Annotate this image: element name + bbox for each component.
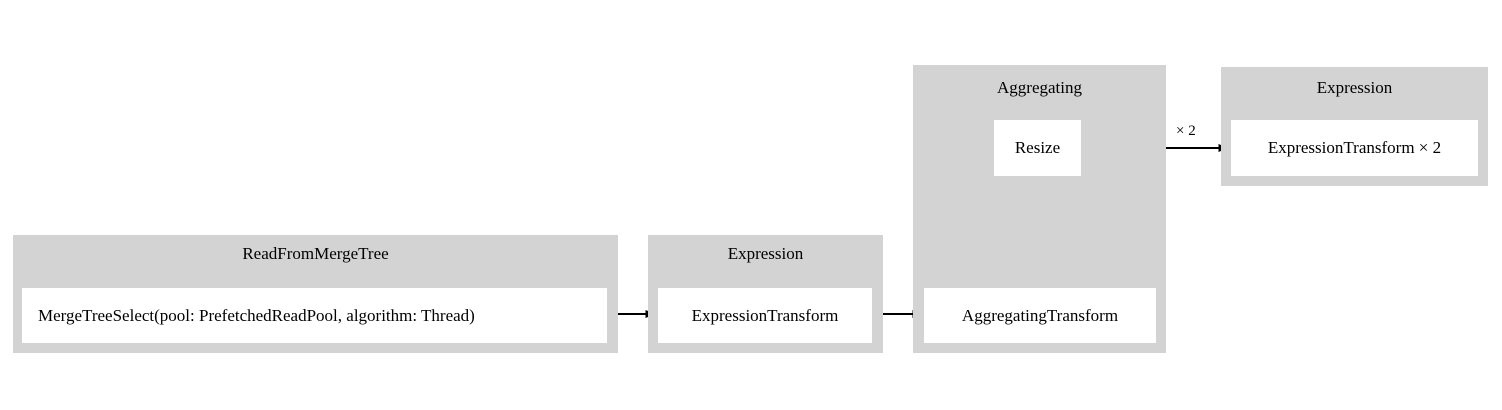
node-label-expression-transform-1: ExpressionTransform — [691, 305, 839, 325]
node-resize[interactable]: Resize — [994, 120, 1081, 176]
cluster-label-aggregating: Aggregating — [997, 78, 1082, 97]
node-expression-transform-1[interactable]: ExpressionTransform — [658, 288, 872, 343]
cluster-label-expression-2: Expression — [1316, 78, 1393, 97]
node-label-aggregating-transform: AggregatingTransform — [961, 305, 1119, 325]
node-merge-tree-select[interactable]: MergeTreeSelect(pool: PrefetchedReadPool… — [22, 288, 607, 343]
node-label-expression-transform-2: ExpressionTransform × 2 — [1267, 138, 1442, 157]
node-expression-transform-2[interactable]: ExpressionTransform × 2 — [1231, 120, 1478, 176]
cluster-label-expression-1: Expression — [727, 244, 804, 263]
edge-label-resize-to-expressiontransform2: × 2 — [1176, 123, 1196, 139]
cluster-label-read-from-merge-tree: ReadFromMergeTree — [242, 244, 389, 263]
node-label-resize: Resize — [1014, 138, 1061, 157]
node-label-merge-tree-select: MergeTreeSelect(pool: PrefetchedReadPool… — [38, 305, 475, 325]
node-aggregating-transform[interactable]: AggregatingTransform — [924, 288, 1156, 343]
